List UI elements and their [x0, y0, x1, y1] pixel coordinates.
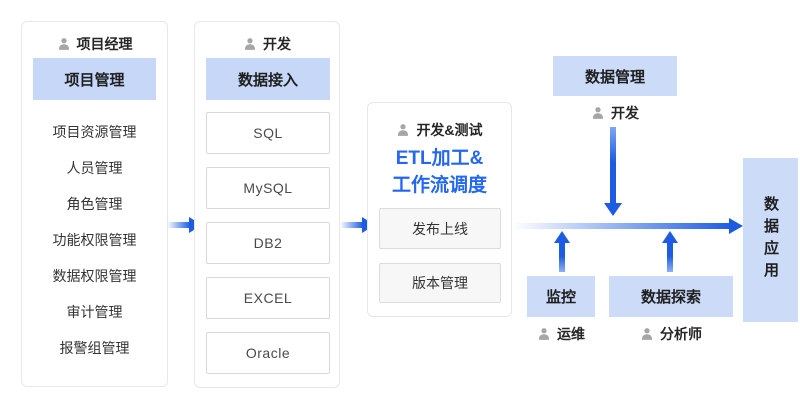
publish-online-box: 发布上线: [379, 208, 501, 249]
role-label: 开发&测试: [416, 122, 483, 138]
menu-item: 数据权限管理: [52, 268, 137, 284]
dev-test-role-header: 开发&测试: [368, 119, 511, 141]
developer-panel: 开发 数据接入 SQL MySQL DB2 EXCEL Oracle: [194, 21, 340, 388]
menu-item: 人员管理: [66, 160, 123, 176]
person-icon: [539, 328, 549, 340]
person-icon: [245, 38, 255, 50]
menu-item: 项目资源管理: [52, 124, 137, 140]
etl-panel: 开发&测试 ETL加工& 工作流调度 发布上线 版本管理: [367, 102, 512, 317]
data-application-box: 数据应用: [743, 158, 798, 322]
person-icon: [398, 124, 409, 136]
etl-title: ETL加工& 工作流调度: [368, 145, 511, 199]
role-label: 开发: [263, 36, 291, 52]
menu-item-data-access: 数据接入: [206, 58, 330, 100]
data-management-box: 数据管理: [553, 56, 677, 96]
datasource-oracle: Oracle: [206, 332, 330, 374]
data-management-role: 开发: [563, 102, 667, 124]
developer-role-header: 开发: [195, 33, 339, 55]
datasource-excel: EXCEL: [206, 277, 330, 319]
role-label: 分析师: [660, 326, 702, 342]
project-menu-list: 项目资源管理 人员管理 角色管理 功能权限管理 数据权限管理 审计管理 报警组管…: [22, 114, 167, 366]
version-management-box: 版本管理: [379, 263, 501, 303]
data-exploration-box: 数据探索: [609, 276, 733, 317]
menu-item: 功能权限管理: [52, 232, 137, 248]
role-label: 开发: [611, 105, 639, 121]
project-manager-panel: 项目经理 项目管理 项目资源管理 人员管理 角色管理 功能权限管理 数据权限管理…: [21, 21, 168, 387]
menu-item: 报警组管理: [59, 340, 130, 356]
menu-item: 角色管理: [66, 196, 123, 212]
monitor-box: 监控: [527, 276, 595, 317]
person-icon: [593, 107, 603, 119]
menu-item-project-management: 项目管理: [33, 58, 156, 100]
data-exploration-role: 分析师: [609, 324, 733, 344]
datasource-db2: DB2: [206, 222, 330, 264]
etl-title-line1: ETL加工&: [395, 148, 484, 169]
data-application-label: 数据应用: [762, 196, 779, 284]
datasource-mysql: MySQL: [206, 167, 330, 209]
datasource-sql: SQL: [206, 112, 330, 154]
monitor-role: 运维: [527, 324, 595, 344]
project-manager-role-header: 项目经理: [22, 33, 167, 55]
etl-title-line2: 工作流调度: [391, 175, 487, 196]
menu-item: 审计管理: [66, 304, 123, 320]
role-label: 项目经理: [76, 36, 133, 52]
role-label: 运维: [557, 326, 585, 342]
person-icon: [58, 38, 69, 50]
person-icon: [642, 328, 652, 340]
